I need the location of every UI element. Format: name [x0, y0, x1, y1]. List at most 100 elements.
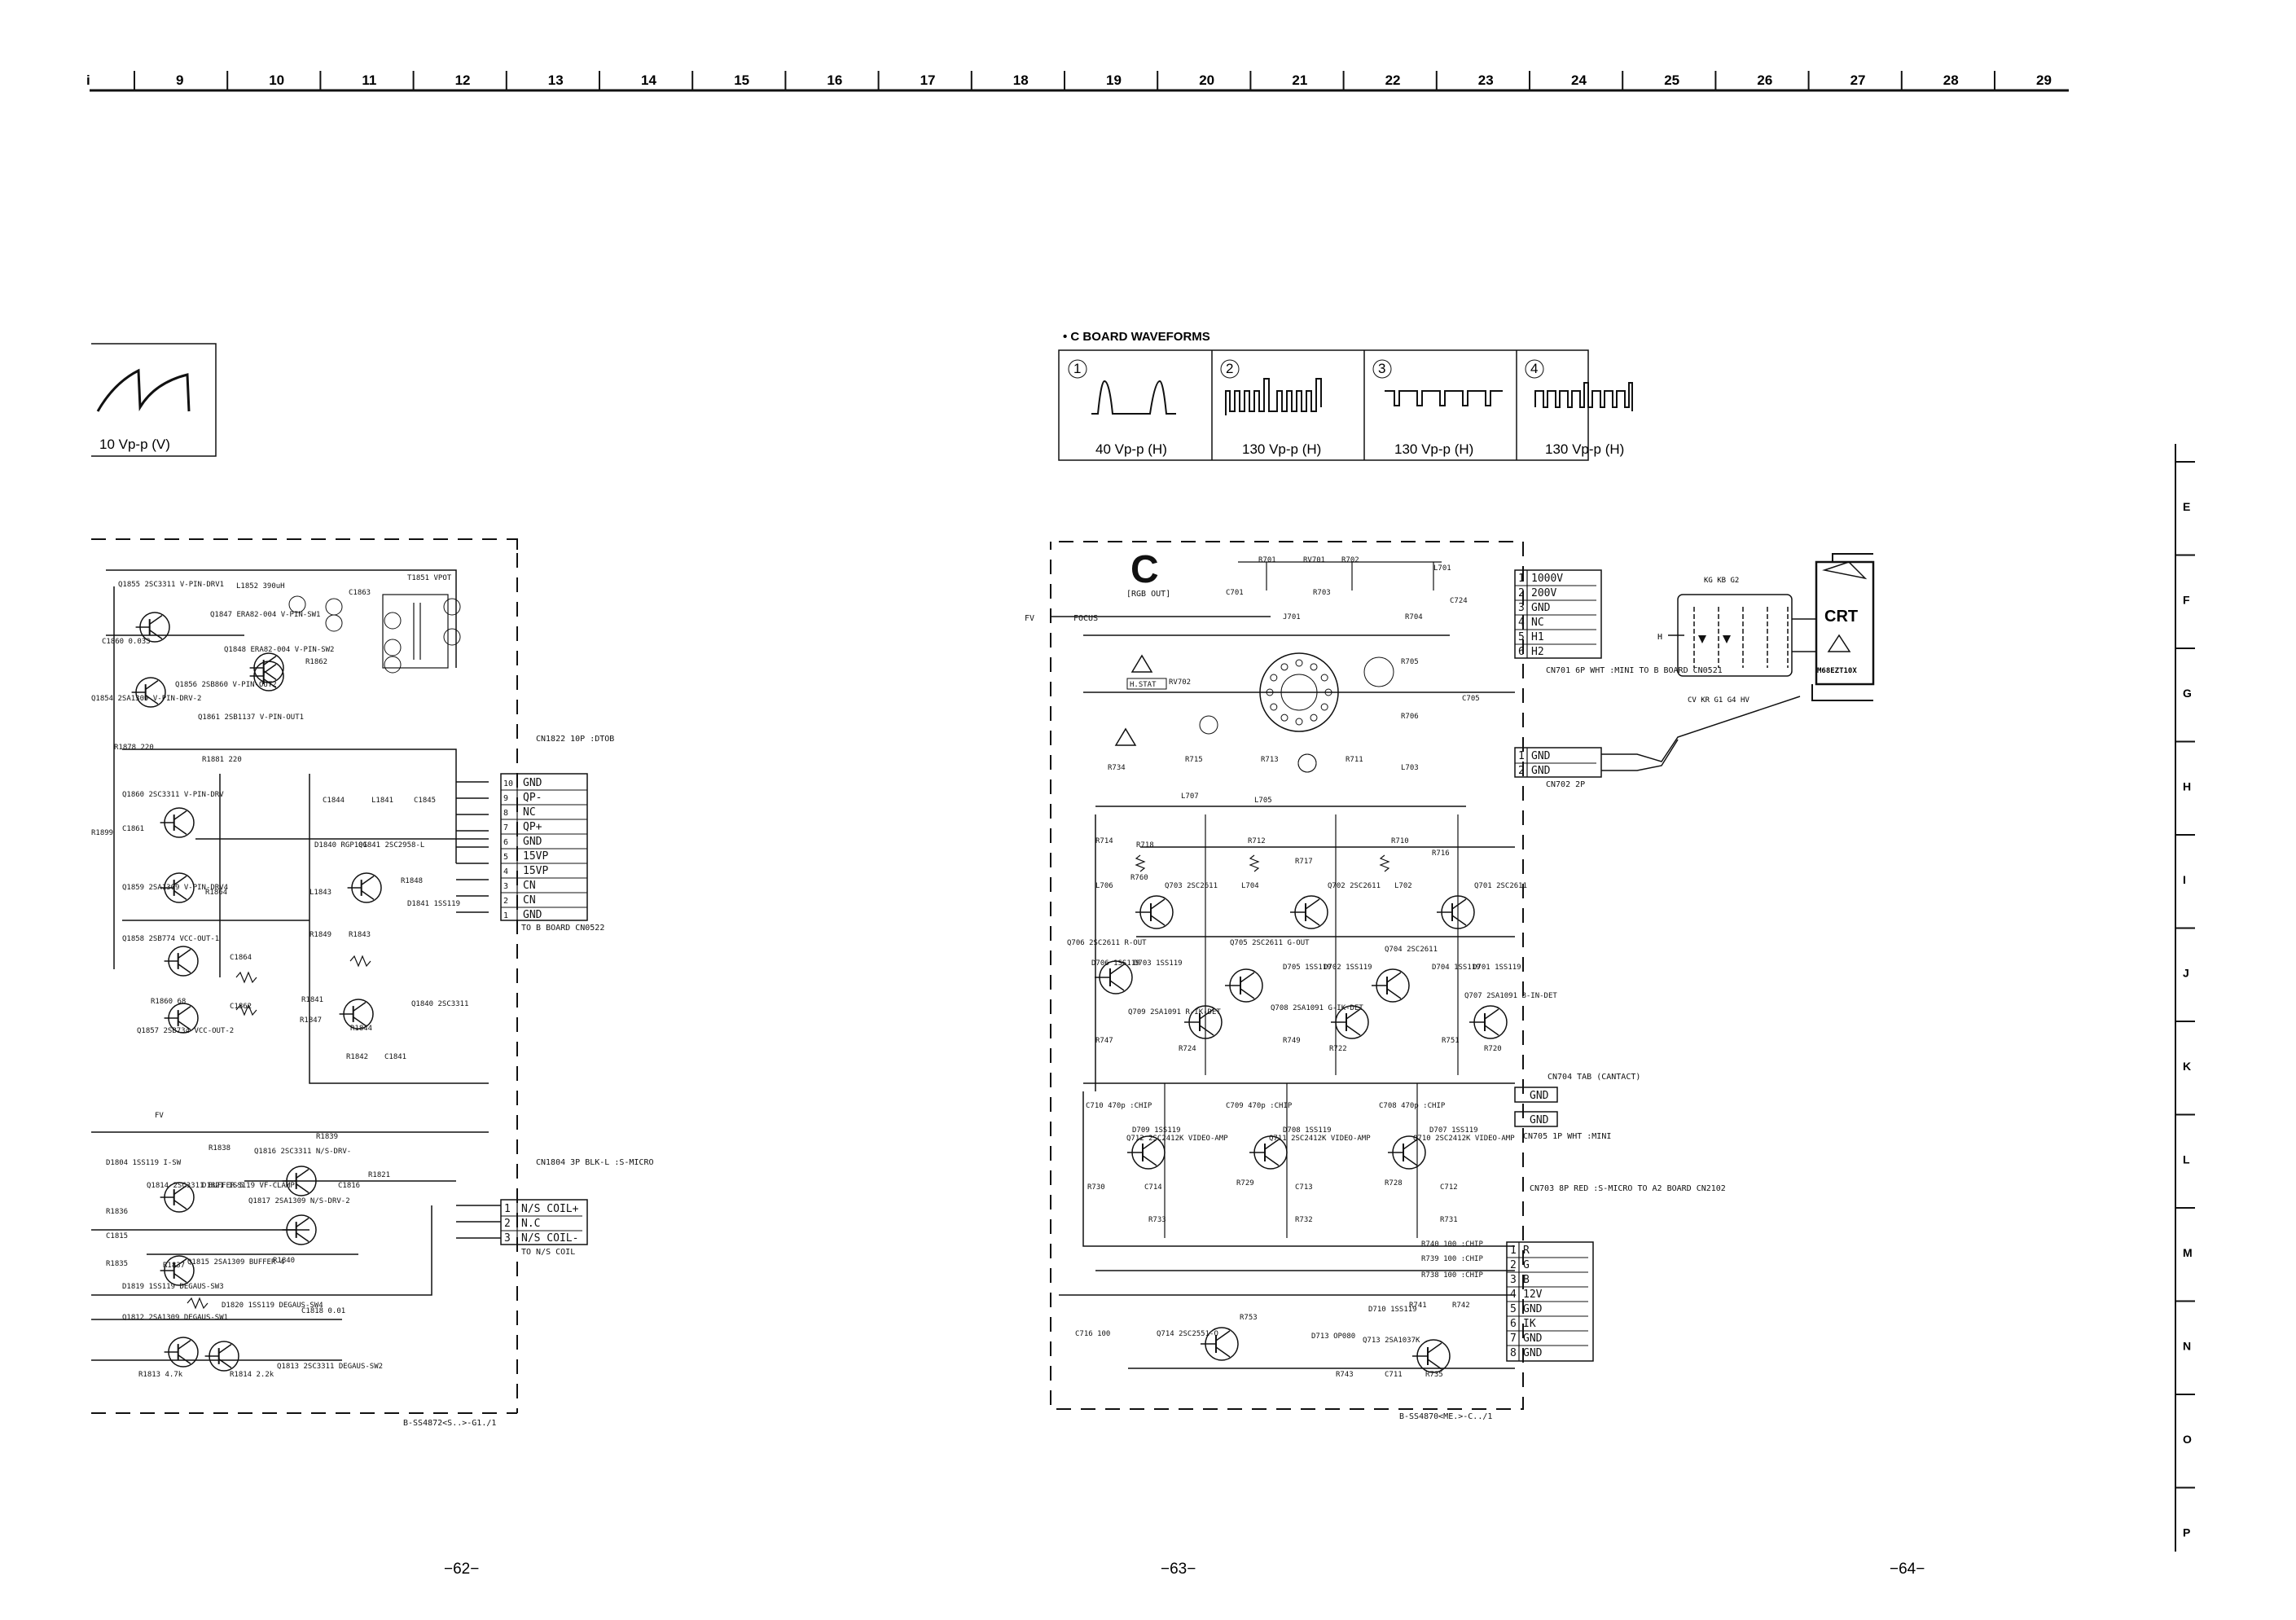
transistor-symbol — [1201, 1327, 1239, 1361]
connector-pin-number: 1 — [1510, 1245, 1517, 1257]
side-label: K — [2183, 1060, 2191, 1073]
component-label-r1838: R1838 — [209, 1144, 230, 1152]
component-label-c1816: C1816 — [338, 1182, 360, 1190]
cn701-label: CN701 6P WHT :MINI TO B BOARD CN0521 — [1546, 666, 1723, 675]
component-label-q1814: Q1814 2SC3311 BUFFER-5 — [147, 1182, 244, 1190]
connector-pin-label: N/S COIL+ — [521, 1203, 579, 1215]
waveform-4-num: 4 — [1530, 361, 1538, 376]
component-label-l702: L702 — [1394, 882, 1412, 890]
component-label-d1804: D1804 1SS119 I-SW — [106, 1159, 182, 1167]
component-label-l701: L701 — [1433, 564, 1451, 573]
component-label-d1821: D1821 1SS119 VF-CLAMP — [202, 1182, 295, 1190]
ruler-label: 12 — [455, 72, 471, 88]
socket-pin — [1310, 713, 1318, 722]
component-label-c708: C708 470p :CHIP — [1379, 1102, 1446, 1110]
component-label-q1812: Q1812 2SA1309 DEGAUS-SW1 — [122, 1314, 228, 1322]
crt-title: CRT — [1824, 608, 1858, 626]
component-label-d710: D710 1SS119 — [1368, 1306, 1417, 1314]
ruler-label: 18 — [1013, 72, 1029, 88]
side-label: O — [2183, 1433, 2192, 1446]
component-label-r703: R703 — [1313, 589, 1331, 597]
component-label-r718: R718 — [1136, 841, 1154, 850]
ruler-label: 17 — [920, 72, 936, 88]
component-label-r742: R742 — [1452, 1302, 1470, 1310]
side-label: L — [2183, 1153, 2190, 1166]
ruler-label: 22 — [1385, 72, 1401, 88]
connector-pin-number: 7 — [503, 823, 508, 832]
component-label-r749: R749 — [1283, 1037, 1301, 1045]
cn704-pin: GND — [1530, 1090, 1549, 1102]
connector-pin-label: GND — [1531, 750, 1551, 762]
left-waveform-panel: 10 Vp-p (V) — [91, 343, 217, 457]
ruler-label: 27 — [1850, 72, 1866, 88]
component-label-q704: Q704 2SC2611 — [1385, 946, 1438, 954]
connector-pin-label: R — [1523, 1245, 1530, 1257]
c-board-waveforms: • C BOARD WAVEFORMS 1 40 Vp-p (H) 2 130 … — [1058, 330, 1633, 461]
connector-pin-number: 10 — [503, 779, 513, 788]
cn705-pin: GND — [1530, 1114, 1549, 1126]
side-label: F — [2183, 594, 2190, 607]
transistor-symbol — [131, 677, 166, 708]
component-label-l706: L706 — [1095, 882, 1113, 890]
connector-pin-label: GND — [523, 836, 542, 848]
component-label-r1848: R1848 — [401, 877, 423, 885]
component-label-c701: C701 — [1226, 589, 1244, 597]
socket-pin — [1270, 703, 1278, 711]
crt-pins-bottom: CV KR G1 G4 HV — [1688, 696, 1749, 705]
ruler-label: i — [86, 72, 90, 88]
component-label-rv701: RV701 — [1303, 556, 1325, 564]
waveform-panel-3: 3 130 Vp-p (H) — [1372, 359, 1503, 457]
ruler-label: 24 — [1571, 72, 1587, 88]
connector-pin-number: 8 — [503, 809, 508, 818]
crt-model: M68EZT10X — [1817, 667, 1857, 675]
ruler-label: 14 — [641, 72, 656, 88]
component-label-fv: FV — [155, 1112, 164, 1120]
component-label-d706: D706 1SS119 — [1091, 959, 1140, 968]
left-waveform-caption: 10 Vp-p (V) — [99, 437, 170, 452]
connector-pin-number: 1 — [504, 1203, 511, 1215]
component-label-d1841: D1841 1SS119 — [407, 900, 460, 908]
component-label-r711: R711 — [1346, 756, 1363, 764]
component-label-q1841: Q1841 2SC2958-L — [358, 841, 424, 850]
component-label-d703: D703 1SS119 — [1134, 959, 1183, 968]
component-label-r712: R712 — [1248, 837, 1266, 845]
transistor-symbol — [1135, 895, 1174, 929]
component-label-r747: R747 — [1095, 1037, 1113, 1045]
component-label-c712: C712 — [1440, 1183, 1458, 1192]
component-label-r715: R715 — [1185, 756, 1203, 764]
component-label-r1849: R1849 — [309, 931, 331, 939]
component-label-q701: Q701 2SC2611 — [1474, 882, 1527, 890]
transistor-symbol — [282, 1166, 317, 1196]
component-label-c709: C709 470p :CHIP — [1226, 1102, 1293, 1110]
connector-pin-label: GND — [1531, 602, 1551, 614]
component-label-r739: R739 100 :CHIP — [1421, 1255, 1483, 1263]
ruler-label: 19 — [1106, 72, 1122, 88]
component-label-d707: D707 1SS119 — [1429, 1126, 1478, 1135]
connector-pin-label: GND — [1531, 765, 1551, 777]
component-label-r743: R743 — [1336, 1371, 1354, 1379]
connector-pin-label: QP+ — [523, 821, 542, 833]
component-label-r720: R720 — [1484, 1045, 1502, 1053]
side-label: E — [2183, 500, 2190, 513]
connector-pin-number: 6 — [503, 838, 508, 847]
connector-pin-label: CN — [523, 880, 536, 892]
transistor-symbol — [339, 999, 374, 1030]
component-label-c705: C705 — [1462, 695, 1480, 703]
ruler-label: 29 — [2036, 72, 2052, 88]
connector-pin-label: H1 — [1531, 631, 1544, 643]
component-label-d713: D713 OP080 — [1311, 1332, 1355, 1341]
component-label-q1817: Q1817 2SA1309 N/S-DRV-2 — [248, 1197, 350, 1205]
c-board-labels: C [RGB OUT] FV FOCUS H.STAT B-SS4870<ME.… — [1025, 548, 1726, 1421]
component-label-q1815: Q1815 2SA1309 BUFFER-4 — [187, 1258, 284, 1267]
waveform-panel-1: 1 40 Vp-p (H) — [1068, 359, 1176, 457]
waveform-2-caption: 130 Vp-p (H) — [1242, 441, 1321, 457]
transistor-symbol — [1127, 1135, 1166, 1170]
socket-pin — [1310, 663, 1318, 671]
component-label-r704: R704 — [1405, 613, 1423, 621]
component-label-r741: R741 — [1409, 1302, 1427, 1310]
component-label-r1837: R1837 — [163, 1262, 185, 1270]
component-label-r753: R753 — [1240, 1314, 1258, 1322]
component-label-l1841: L1841 — [371, 797, 393, 805]
